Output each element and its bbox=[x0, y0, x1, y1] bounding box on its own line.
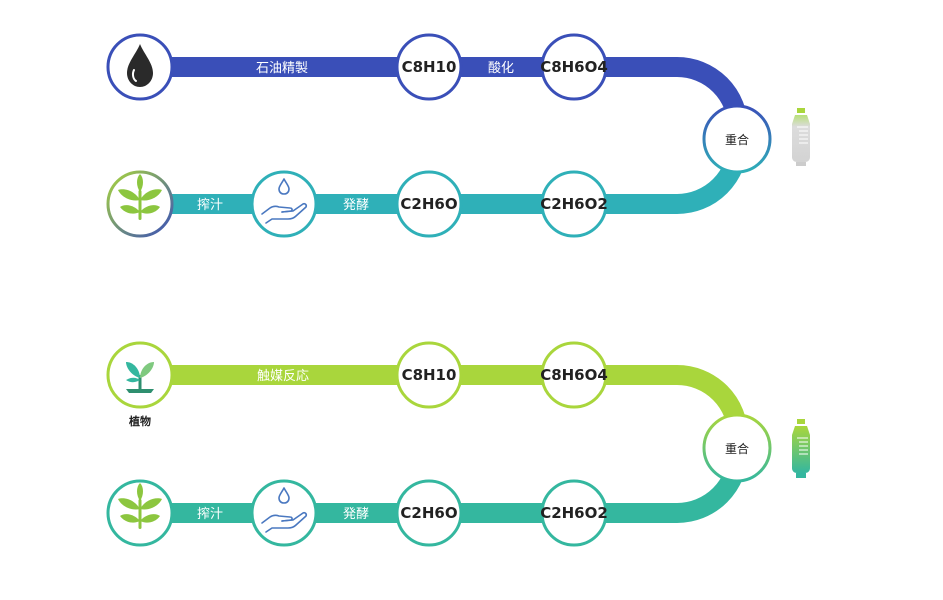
diagram-2: 触媒反応 搾汁 発酵 植物 C8H10 C8H6O4 bbox=[106, 341, 810, 547]
plant-icon bbox=[118, 483, 162, 529]
compound-label: C2H6O bbox=[400, 504, 457, 522]
sprout-icon bbox=[126, 362, 154, 393]
node-sprout: 植物 bbox=[106, 341, 174, 428]
process-label-catalysis: 触媒反応 bbox=[257, 369, 309, 384]
compound-label: C8H10 bbox=[402, 366, 457, 384]
plastic-bottle-icon bbox=[792, 419, 810, 478]
polymerization-label: 重合 bbox=[725, 441, 749, 456]
node-c2h6o2: C2H6O2 bbox=[540, 479, 608, 547]
node-c2h6o: C2H6O bbox=[395, 479, 463, 547]
plastic-bottle-icon bbox=[792, 108, 810, 166]
node-c8h6o4: C8H6O4 bbox=[540, 341, 608, 409]
node-c8h10: C8H10 bbox=[395, 33, 463, 101]
node-plant bbox=[106, 479, 174, 547]
compound-label: C2H6O2 bbox=[540, 195, 608, 213]
process-label-squeeze: 搾汁 bbox=[197, 197, 223, 213]
sprout-caption: 植物 bbox=[128, 414, 151, 428]
node-c8h10: C8H10 bbox=[395, 341, 463, 409]
process-label-oxidation: 酸化 bbox=[488, 61, 514, 76]
polymerization-label: 重合 bbox=[725, 132, 749, 147]
node-c2h6o: C2H6O bbox=[395, 170, 463, 238]
diagram-1: 石油精製 酸化 搾汁 発酵 C8H10 C8H6O4 bbox=[106, 33, 810, 238]
node-polymerization: 重合 bbox=[702, 413, 772, 483]
hand-drop-icon bbox=[261, 178, 308, 224]
compound-label: C8H6O4 bbox=[540, 58, 608, 76]
node-hand bbox=[250, 170, 318, 238]
compound-label: C2H6O2 bbox=[540, 504, 608, 522]
plant-icon bbox=[118, 174, 162, 220]
node-c8h6o4: C8H6O4 bbox=[540, 33, 608, 101]
process-label-fermentation: 発酵 bbox=[343, 198, 369, 213]
process-label-refining: 石油精製 bbox=[256, 61, 308, 76]
node-c2h6o2: C2H6O2 bbox=[540, 170, 608, 238]
node-oil bbox=[106, 33, 174, 101]
process-label-squeeze: 搾汁 bbox=[197, 506, 223, 522]
hand-drop-icon bbox=[261, 487, 308, 533]
process-label-fermentation: 発酵 bbox=[343, 507, 369, 522]
compound-label: C8H10 bbox=[402, 58, 457, 76]
compound-label: C2H6O bbox=[400, 195, 457, 213]
node-plant bbox=[106, 170, 174, 238]
node-hand bbox=[250, 479, 318, 547]
compound-label: C8H6O4 bbox=[540, 366, 608, 384]
node-polymerization: 重合 bbox=[702, 104, 772, 174]
